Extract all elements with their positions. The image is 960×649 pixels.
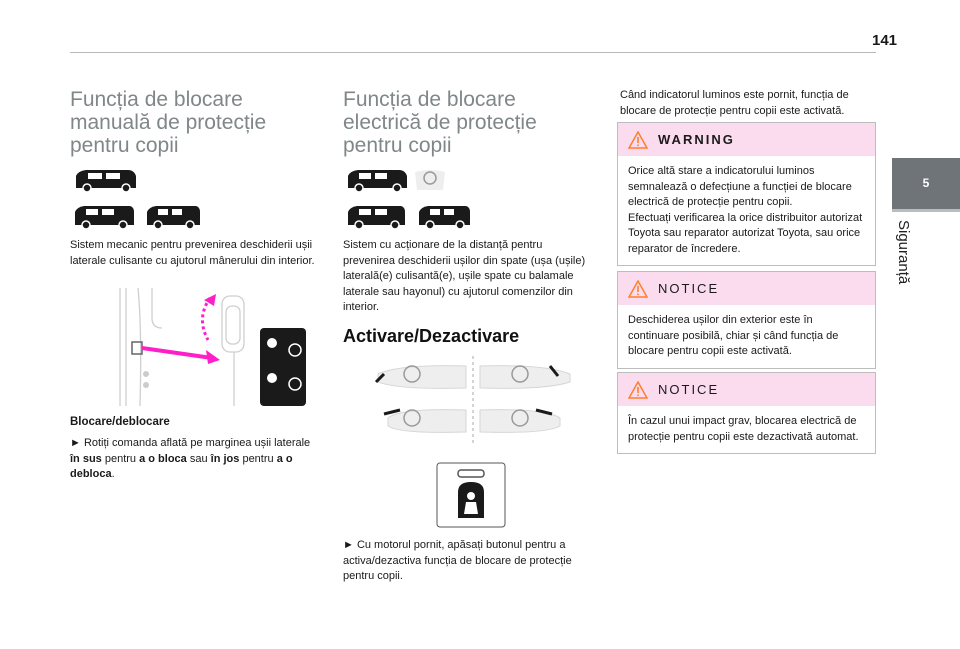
col1-description: Sistem mecanic pentru prevenirea deschid… — [70, 239, 315, 267]
col1-title-line: Funcția de blocare — [70, 88, 243, 111]
col2-section-heading: Activare/Dezactivare — [343, 326, 520, 346]
car-top-view-illustration — [374, 356, 571, 444]
instruction-text: pentru — [101, 452, 140, 465]
warning-header: WARNING — [618, 123, 875, 156]
instruction-emph: a o bloca — [139, 452, 187, 465]
chapter-tab-underline — [892, 209, 960, 212]
col1-instruction: ► Rotiți comanda aflată pe marginea ușii… — [70, 436, 320, 483]
col2-title: Funcția de blocare electrică de protecți… — [343, 88, 598, 157]
page-number: 141 — [872, 32, 898, 49]
col1-title-line: pentru copii — [70, 134, 179, 157]
col2-instruction: ► Cu motorul pornit, apăsați butonul pen… — [343, 539, 572, 582]
warning-text: Orice altă stare a indicatorului luminos… — [628, 165, 852, 208]
notice-box: NOTICE În cazul unui impact grav, blocar… — [617, 372, 876, 454]
instruction-text: sau — [186, 452, 211, 465]
warning-label: WARNING — [658, 132, 735, 147]
instruction-text: pentru — [239, 452, 277, 465]
instruction-emph: a o debloca — [70, 452, 293, 481]
header-rule — [70, 52, 876, 53]
col2-title-line: pentru copii — [343, 134, 452, 157]
instruction-emph: în sus — [70, 452, 102, 465]
notice-box: NOTICE Deschiderea ușilor din exterior e… — [617, 271, 876, 369]
instruction-text: . — [111, 468, 115, 480]
warning-triangle-icon — [628, 130, 648, 149]
notice-body: În cazul unui impact grav, blocarea elec… — [628, 415, 859, 443]
warning-triangle-icon — [628, 279, 648, 298]
notice-label: NOTICE — [658, 281, 720, 296]
van-silhouette-icon — [348, 206, 405, 229]
warning-body: Orice altă stare a indicatorului luminos… — [618, 156, 875, 265]
child-lock-button-icon — [436, 462, 506, 528]
steering-wheel-icon — [415, 170, 445, 190]
col1-subheading: Blocare/deblocare — [70, 416, 170, 428]
notice-body: Deschiderea ușilor din exterior este în … — [628, 314, 839, 357]
notice-header: NOTICE — [618, 272, 875, 305]
notice-header: NOTICE — [618, 373, 875, 406]
col3-intro: Când indicatorul luminos este pornit, fu… — [620, 89, 849, 117]
van-silhouette-icon — [147, 206, 200, 229]
col2-description: Sistem cu acționare de la distanță pentr… — [343, 239, 586, 313]
instruction-text: ► Rotiți comanda aflată pe marginea ușii… — [70, 437, 311, 449]
chapter-label-wrap: Siguranță — [890, 220, 914, 320]
col2-title-line: electrică de protecție — [343, 111, 537, 134]
van-silhouette-icon — [75, 206, 134, 229]
col1-title: Funcția de blocare manuală de protecție … — [70, 88, 325, 157]
van-silhouette-icon — [348, 170, 407, 192]
instruction-emph: în jos — [210, 452, 240, 465]
chapter-label: Siguranță — [895, 220, 912, 285]
door-lock-illustration — [119, 288, 306, 406]
van-silhouette-icon — [419, 206, 470, 229]
van-silhouette-icon — [76, 170, 136, 192]
warning-box: WARNING Orice altă stare a indicatorului… — [617, 122, 876, 266]
col2-title-line: Funcția de blocare — [343, 88, 516, 111]
warning-text: Efectuați verificarea la orice distribui… — [628, 211, 863, 255]
col1-title-line: manuală de protecție — [70, 111, 267, 134]
chapter-tab[interactable]: 5 — [892, 158, 960, 209]
notice-label: NOTICE — [658, 382, 720, 397]
warning-triangle-icon — [628, 380, 648, 399]
